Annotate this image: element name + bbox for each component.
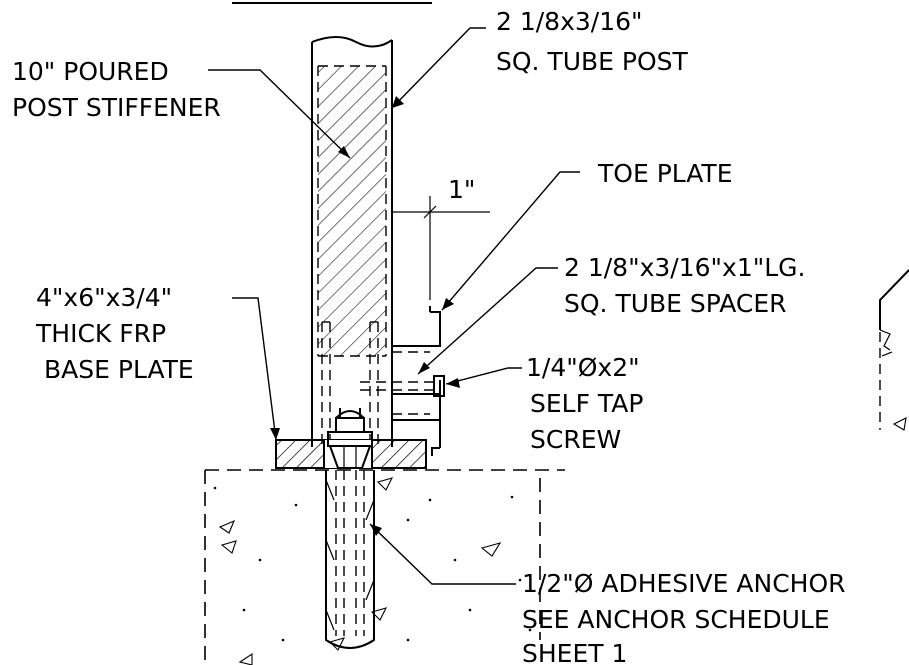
concrete-slab [204,469,565,665]
anchor-nut [327,408,373,469]
post-interior-hidden-lines [321,321,379,447]
base-plate-label: 4"x6"x3/4" THICK FRP BASE PLATE [35,283,194,384]
leader-base-plate [232,297,280,441]
toe-plate-label: TOE PLATE [597,159,733,188]
screw [360,375,445,397]
leader-stiffener [208,69,351,159]
tube-post-label: 2 1/8x3/16" SQ. TUBE POST [496,7,689,76]
dimension-1-inch: 1" [392,175,490,300]
leader-toe-plate [441,171,580,311]
leader-screw [445,367,522,388]
spacer-label: 2 1/8"x3/16"x1"LG. SQ. TUBE SPACER [564,253,813,318]
stiffener-label: 10" POURED POST STIFFENER [12,57,221,122]
base-plate [275,439,427,469]
toe-plate [392,306,441,456]
anchor-label: 1/2"Ø ADHESIVE ANCHOR SEE ANCHOR SCHEDUL… [522,569,853,665]
post-stiffener [317,65,387,357]
leader-spacer [417,267,558,375]
leader-anchor [369,523,516,585]
adhesive-anchor [325,470,375,649]
screw-label: 1/4"Øx2" SELF TAP SCREW [526,353,651,454]
adjacent-partial-view [879,269,909,431]
dimension-label: 1" [448,175,475,204]
leader-tube-post [391,27,486,109]
